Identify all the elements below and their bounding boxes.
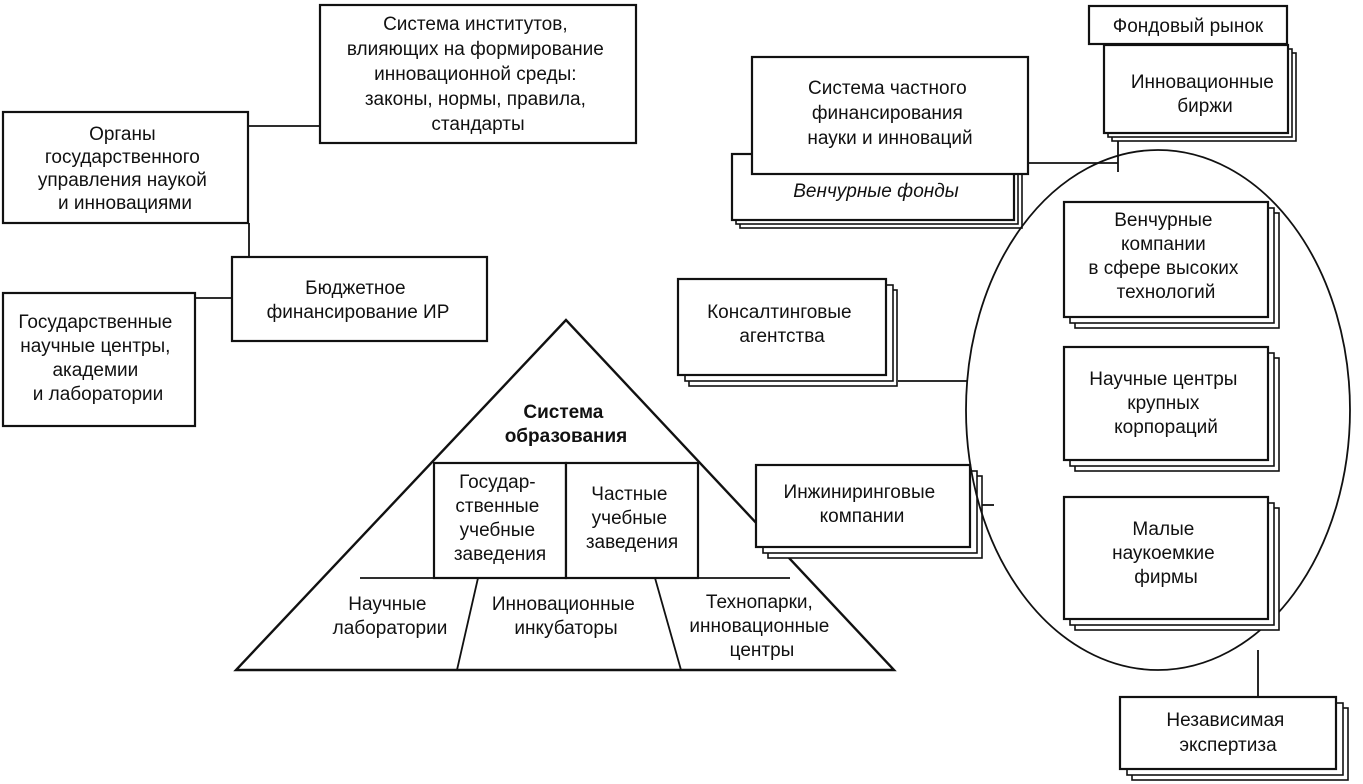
pyramid-divider-left [456,577,479,671]
state-schools-box [432,461,568,580]
technoparks-label: Технопарки, инновационные центры [689,592,834,661]
stock-market-box: Фондовый рынок [1087,4,1289,46]
engineering-companies-stack: Инжиниринговые компании [754,463,983,559]
consulting-agencies-label: Консалтинговые агентства [707,302,857,347]
corporate-science-centers-label: Научные центры крупных корпораций [1089,369,1242,438]
innovation-exchanges-stack: Инновационные биржи [1102,43,1297,142]
state-science-centers-box: Государственные научные центры, академии… [1,291,197,428]
pyramid-divider-right [654,577,682,671]
independent-expertise-label: Независимая экспертиза [1166,710,1289,756]
education-system-label: Система образования [505,402,628,447]
small-firms-label: Малые наукоемкие фирмы [1112,519,1220,588]
private-schools-label: Частные учебные заведения [586,484,678,553]
private-schools-box [564,461,700,580]
institutions-system-label: Система институтов, влияющих на формиров… [347,14,609,135]
consulting-agencies-stack: Консалтинговые агентства [676,277,898,387]
education-pyramid: Система образования Государ- ственные уч… [233,318,897,672]
gov-bodies-box: Органы государственного управления науко… [1,110,250,225]
small-firms-stack: Малые наукоемкие фирмы [1062,495,1280,631]
venture-companies-stack: Венчурные компании в сфере высоких техно… [1062,200,1280,329]
institutions-system-box: Система институтов, влияющих на формиров… [318,3,638,145]
venture-companies-label: Венчурные компании в сфере высоких техно… [1088,210,1243,303]
innovation-exchanges-label: Инновационные биржи [1131,72,1279,117]
budget-funding-label: Бюджетное финансирование ИР [267,278,450,323]
corporate-science-centers-stack: Научные центры крупных корпораций [1062,345,1280,472]
state-schools-label: Государ- ственные учебные заведения [454,472,546,565]
science-labs-label: Научные лаборатории [333,594,448,639]
gov-bodies-label: Органы государственного управления науко… [38,124,212,214]
independent-expertise-stack: Независимая экспертиза [1118,695,1349,781]
budget-funding-box: Бюджетное финансирование ИР [230,255,489,343]
innovation-incubators-label: Инновационные инкубаторы [492,594,640,639]
private-funding-box: Система частного финансирования науки и … [750,55,1030,176]
engineering-companies-label: Инжиниринговые компании [784,482,941,527]
stock-market-label: Фондовый рынок [1113,16,1264,37]
business-sector-oval [965,149,1351,671]
state-science-centers-label: Государственные научные центры, академии… [18,312,177,405]
venture-funds-label: Венчурные фонды [793,181,958,202]
private-funding-label: Система частного финансирования науки и … [807,78,972,149]
